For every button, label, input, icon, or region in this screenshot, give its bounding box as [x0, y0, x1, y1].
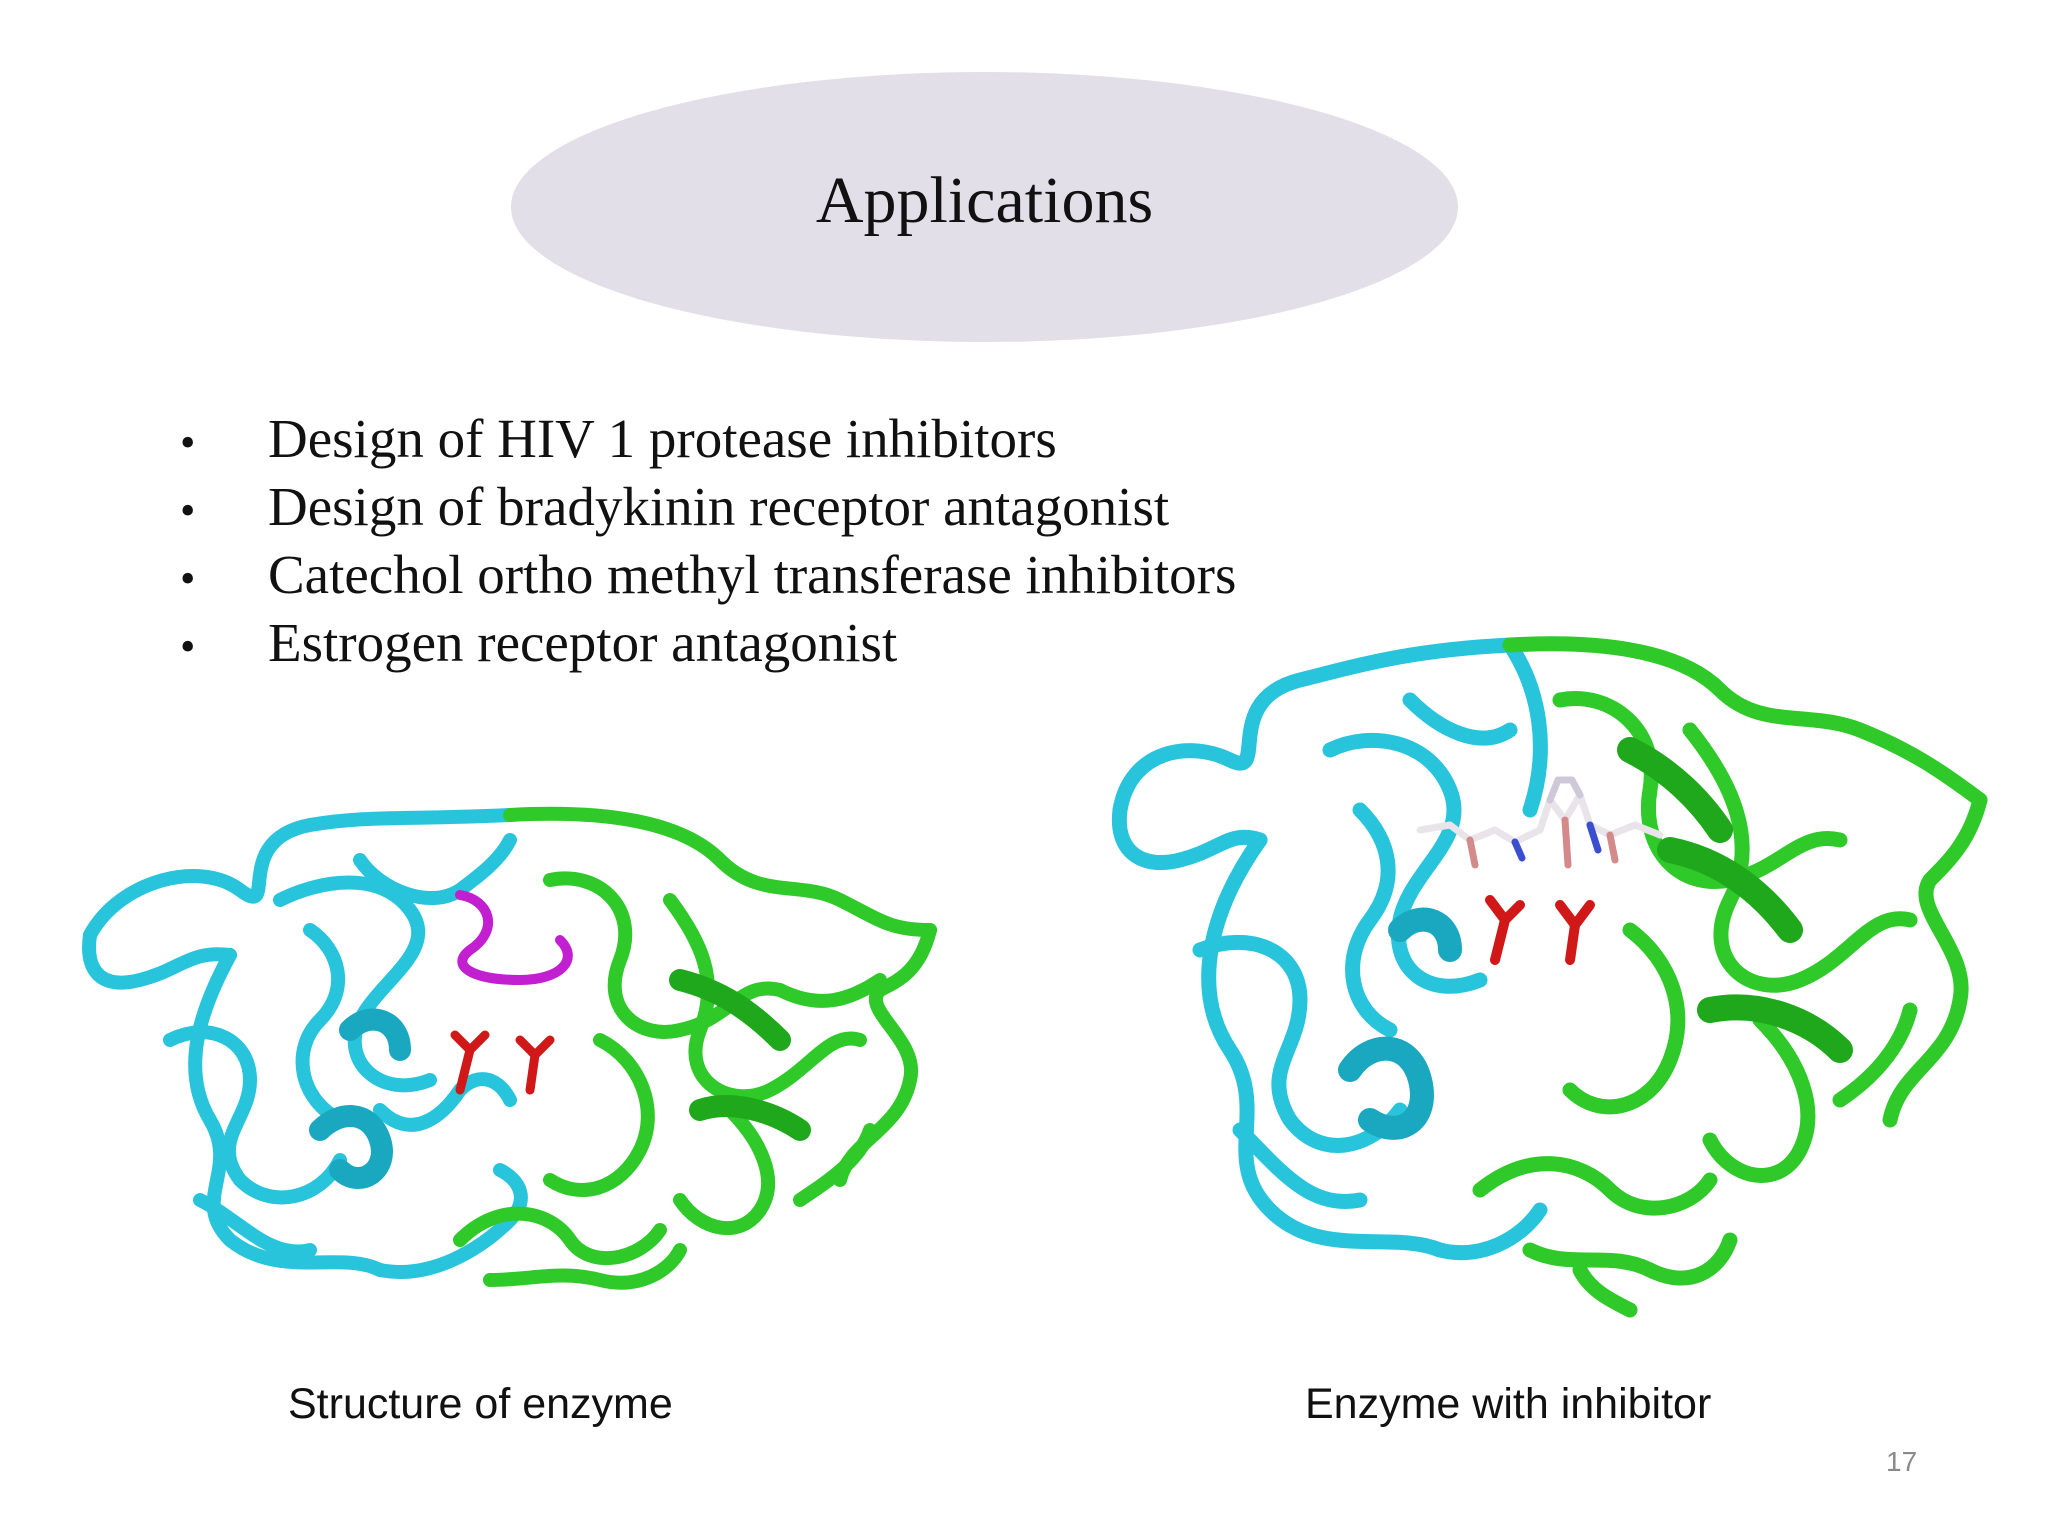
active-site-residues	[1485, 895, 1595, 965]
bullet-symbol: •	[180, 554, 196, 603]
title-ellipse: Applications	[511, 72, 1458, 342]
chain-b-sheet	[669, 969, 811, 1141]
bullet-symbol: •	[180, 418, 196, 467]
chain-b-sheet	[1617, 737, 1853, 1063]
bullet-item: • Design of HIV 1 protease inhibitors	[180, 405, 1380, 473]
inhibitor-molecule	[1416, 776, 1664, 869]
bullet-symbol: •	[180, 622, 196, 671]
slide-title: Applications	[815, 164, 1154, 237]
bullet-text: Catechol ortho methyl transferase inhibi…	[268, 544, 1237, 605]
bullet-text: Design of HIV 1 protease inhibitors	[268, 408, 1057, 469]
bullet-item: • Design of bradykinin receptor antagoni…	[180, 473, 1380, 541]
chain-a-helix	[309, 1008, 411, 1189]
chain-a-ribbon	[82, 808, 528, 1279]
enzyme-inhibitor-image	[1111, 636, 1988, 1318]
page-number: 17	[1886, 1446, 1918, 1477]
bullet-item: • Estrogen receptor antagonist	[180, 609, 1380, 677]
chain-a-ribbon	[1111, 637, 1548, 1261]
bullet-list: • Design of HIV 1 protease inhibitors • …	[180, 405, 1380, 677]
figure-caption-left: Structure of enzyme	[288, 1380, 673, 1428]
chain-b-ribbon	[453, 806, 937, 1290]
bullet-text: Design of bradykinin receptor antagonist	[268, 476, 1170, 537]
bullet-symbol: •	[180, 486, 196, 535]
bullet-text: Estrogen receptor antagonist	[268, 612, 898, 673]
chain-b-ribbon	[1472, 636, 1988, 1318]
bullet-item: • Catechol ortho methyl transferase inhi…	[180, 541, 1380, 609]
figure-caption-right: Enzyme with inhibitor	[1305, 1380, 1712, 1428]
enzyme-structure-image	[82, 806, 937, 1290]
chain-a-helix	[1338, 907, 1462, 1140]
substrate-loop	[455, 890, 573, 985]
active-site-residues	[450, 1030, 555, 1095]
